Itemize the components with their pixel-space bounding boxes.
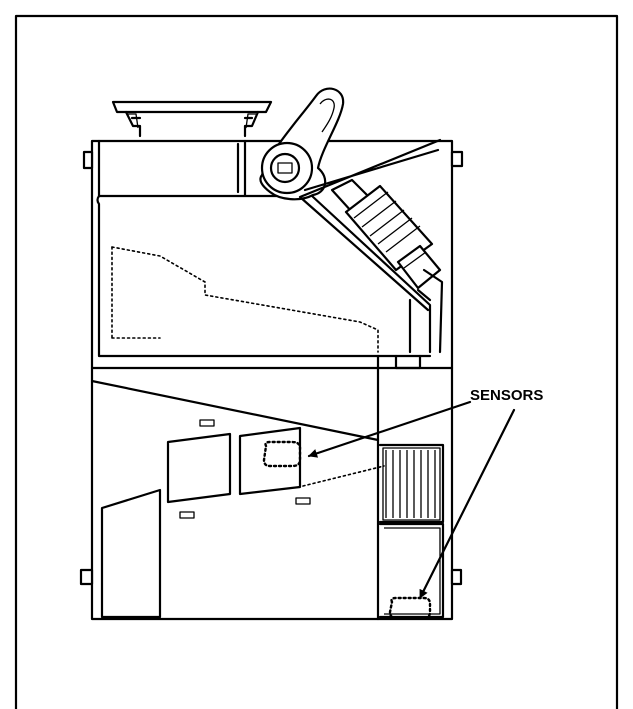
top-tray xyxy=(111,100,273,138)
lever-handle xyxy=(259,87,345,201)
main-body xyxy=(79,139,464,621)
sensors-label: SENSORS xyxy=(470,387,543,404)
figure-frame xyxy=(14,14,619,709)
callout-arrows xyxy=(307,400,516,600)
vent-column xyxy=(378,443,445,619)
sensor-lower xyxy=(388,596,432,620)
lower-section xyxy=(90,354,454,621)
motor-housing xyxy=(298,138,444,370)
sensor-upper xyxy=(262,440,302,468)
coin-path-dotted xyxy=(111,246,379,353)
sensor-markers xyxy=(262,440,432,620)
